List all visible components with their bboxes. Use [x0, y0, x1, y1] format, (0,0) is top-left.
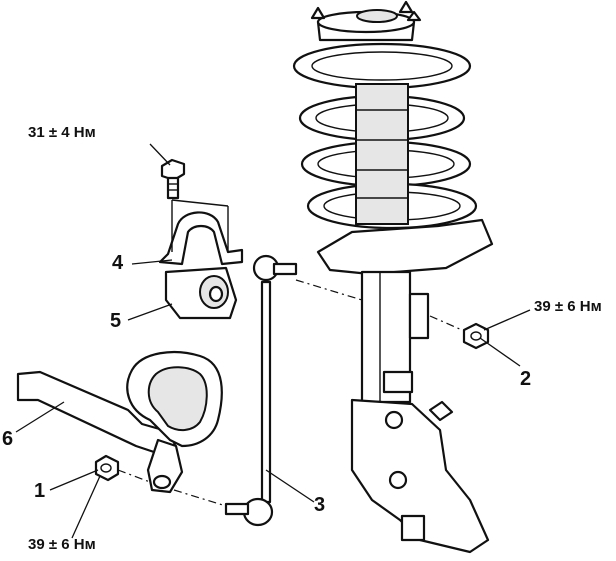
stabilizer-bar [16, 350, 223, 494]
coil-spring [292, 42, 478, 230]
strut-body [360, 270, 430, 404]
bracket-bolt [160, 158, 186, 200]
callout-6: 6 [2, 428, 14, 450]
callout-5: 5 [110, 310, 122, 332]
bushing [164, 266, 238, 320]
steering-knuckle [350, 398, 490, 554]
strut-top-mount [310, 0, 422, 42]
stabilizer-link [224, 254, 298, 527]
leader-lines [15, 143, 531, 539]
bushing-bracket [158, 199, 244, 266]
assembly-lines [117, 279, 463, 507]
spring-seat [316, 218, 494, 276]
callout-1: 1 [34, 480, 46, 502]
torque-label-bottom-nut: 39 ± 6 Нм [28, 536, 96, 553]
nut-right [462, 322, 490, 350]
nut-left [94, 454, 120, 482]
callout-2: 2 [520, 368, 532, 390]
callout-3: 3 [314, 494, 326, 516]
torque-label-top-bolt: 31 ± 4 Нм [28, 124, 96, 141]
callout-4: 4 [112, 252, 124, 274]
torque-label-right-nut: 39 ± 6 Нм [534, 298, 602, 315]
